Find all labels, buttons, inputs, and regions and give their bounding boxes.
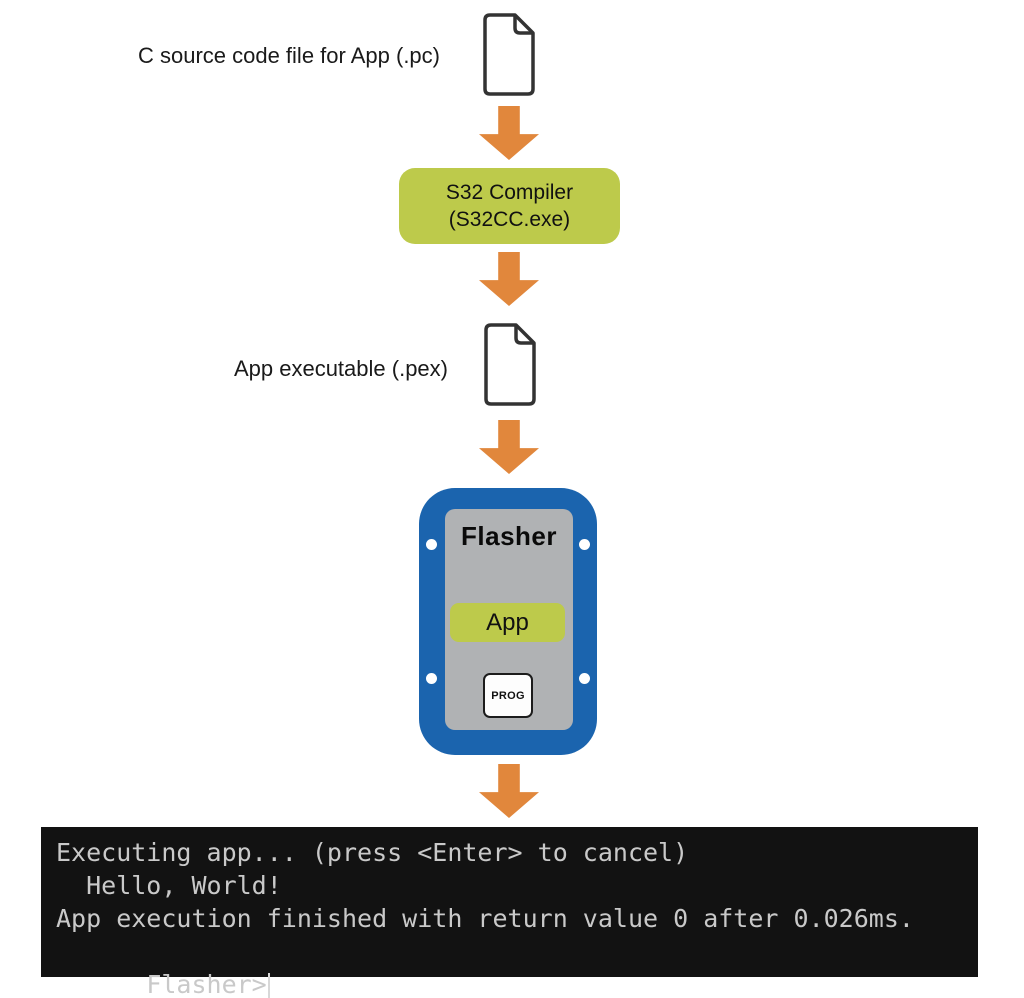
prog-button: PROG [483, 673, 533, 718]
executable-file-icon [484, 323, 536, 406]
down-arrow-icon [479, 106, 539, 160]
terminal-line: Hello, World! [56, 871, 282, 900]
down-arrow-icon [479, 420, 539, 474]
down-arrow-icon [479, 764, 539, 818]
compiler-name: S32 Compiler [445, 181, 574, 204]
compiler-exe-name: (S32CC.exe) [448, 208, 571, 231]
screw-hole-icon [579, 673, 590, 684]
flasher-device-panel: Flasher App PROG [445, 509, 573, 730]
flasher-app-slot: App [450, 603, 565, 642]
source-file-icon [483, 13, 535, 96]
flasher-title: Flasher [461, 521, 557, 551]
terminal-line: Executing app... (press <Enter> to cance… [56, 838, 689, 867]
compiler-box: S32 Compiler (S32CC.exe) [399, 168, 620, 244]
source-file-label: C source code file for App (.pc) [137, 43, 440, 68]
terminal-prompt: Flasher> [146, 970, 267, 998]
screw-hole-icon [579, 539, 590, 550]
terminal-window: Executing app... (press <Enter> to cance… [41, 827, 978, 998]
terminal-line: App execution finished with return value… [56, 904, 914, 933]
down-arrow-icon [479, 252, 539, 306]
screw-hole-icon [426, 673, 437, 684]
flasher-device: Flasher App PROG [419, 488, 597, 755]
executable-file-label: App executable (.pex) [233, 356, 448, 381]
terminal-prompt-line: Flasher> [56, 935, 968, 998]
screw-hole-icon [426, 539, 437, 550]
terminal-cursor [267, 973, 270, 998]
